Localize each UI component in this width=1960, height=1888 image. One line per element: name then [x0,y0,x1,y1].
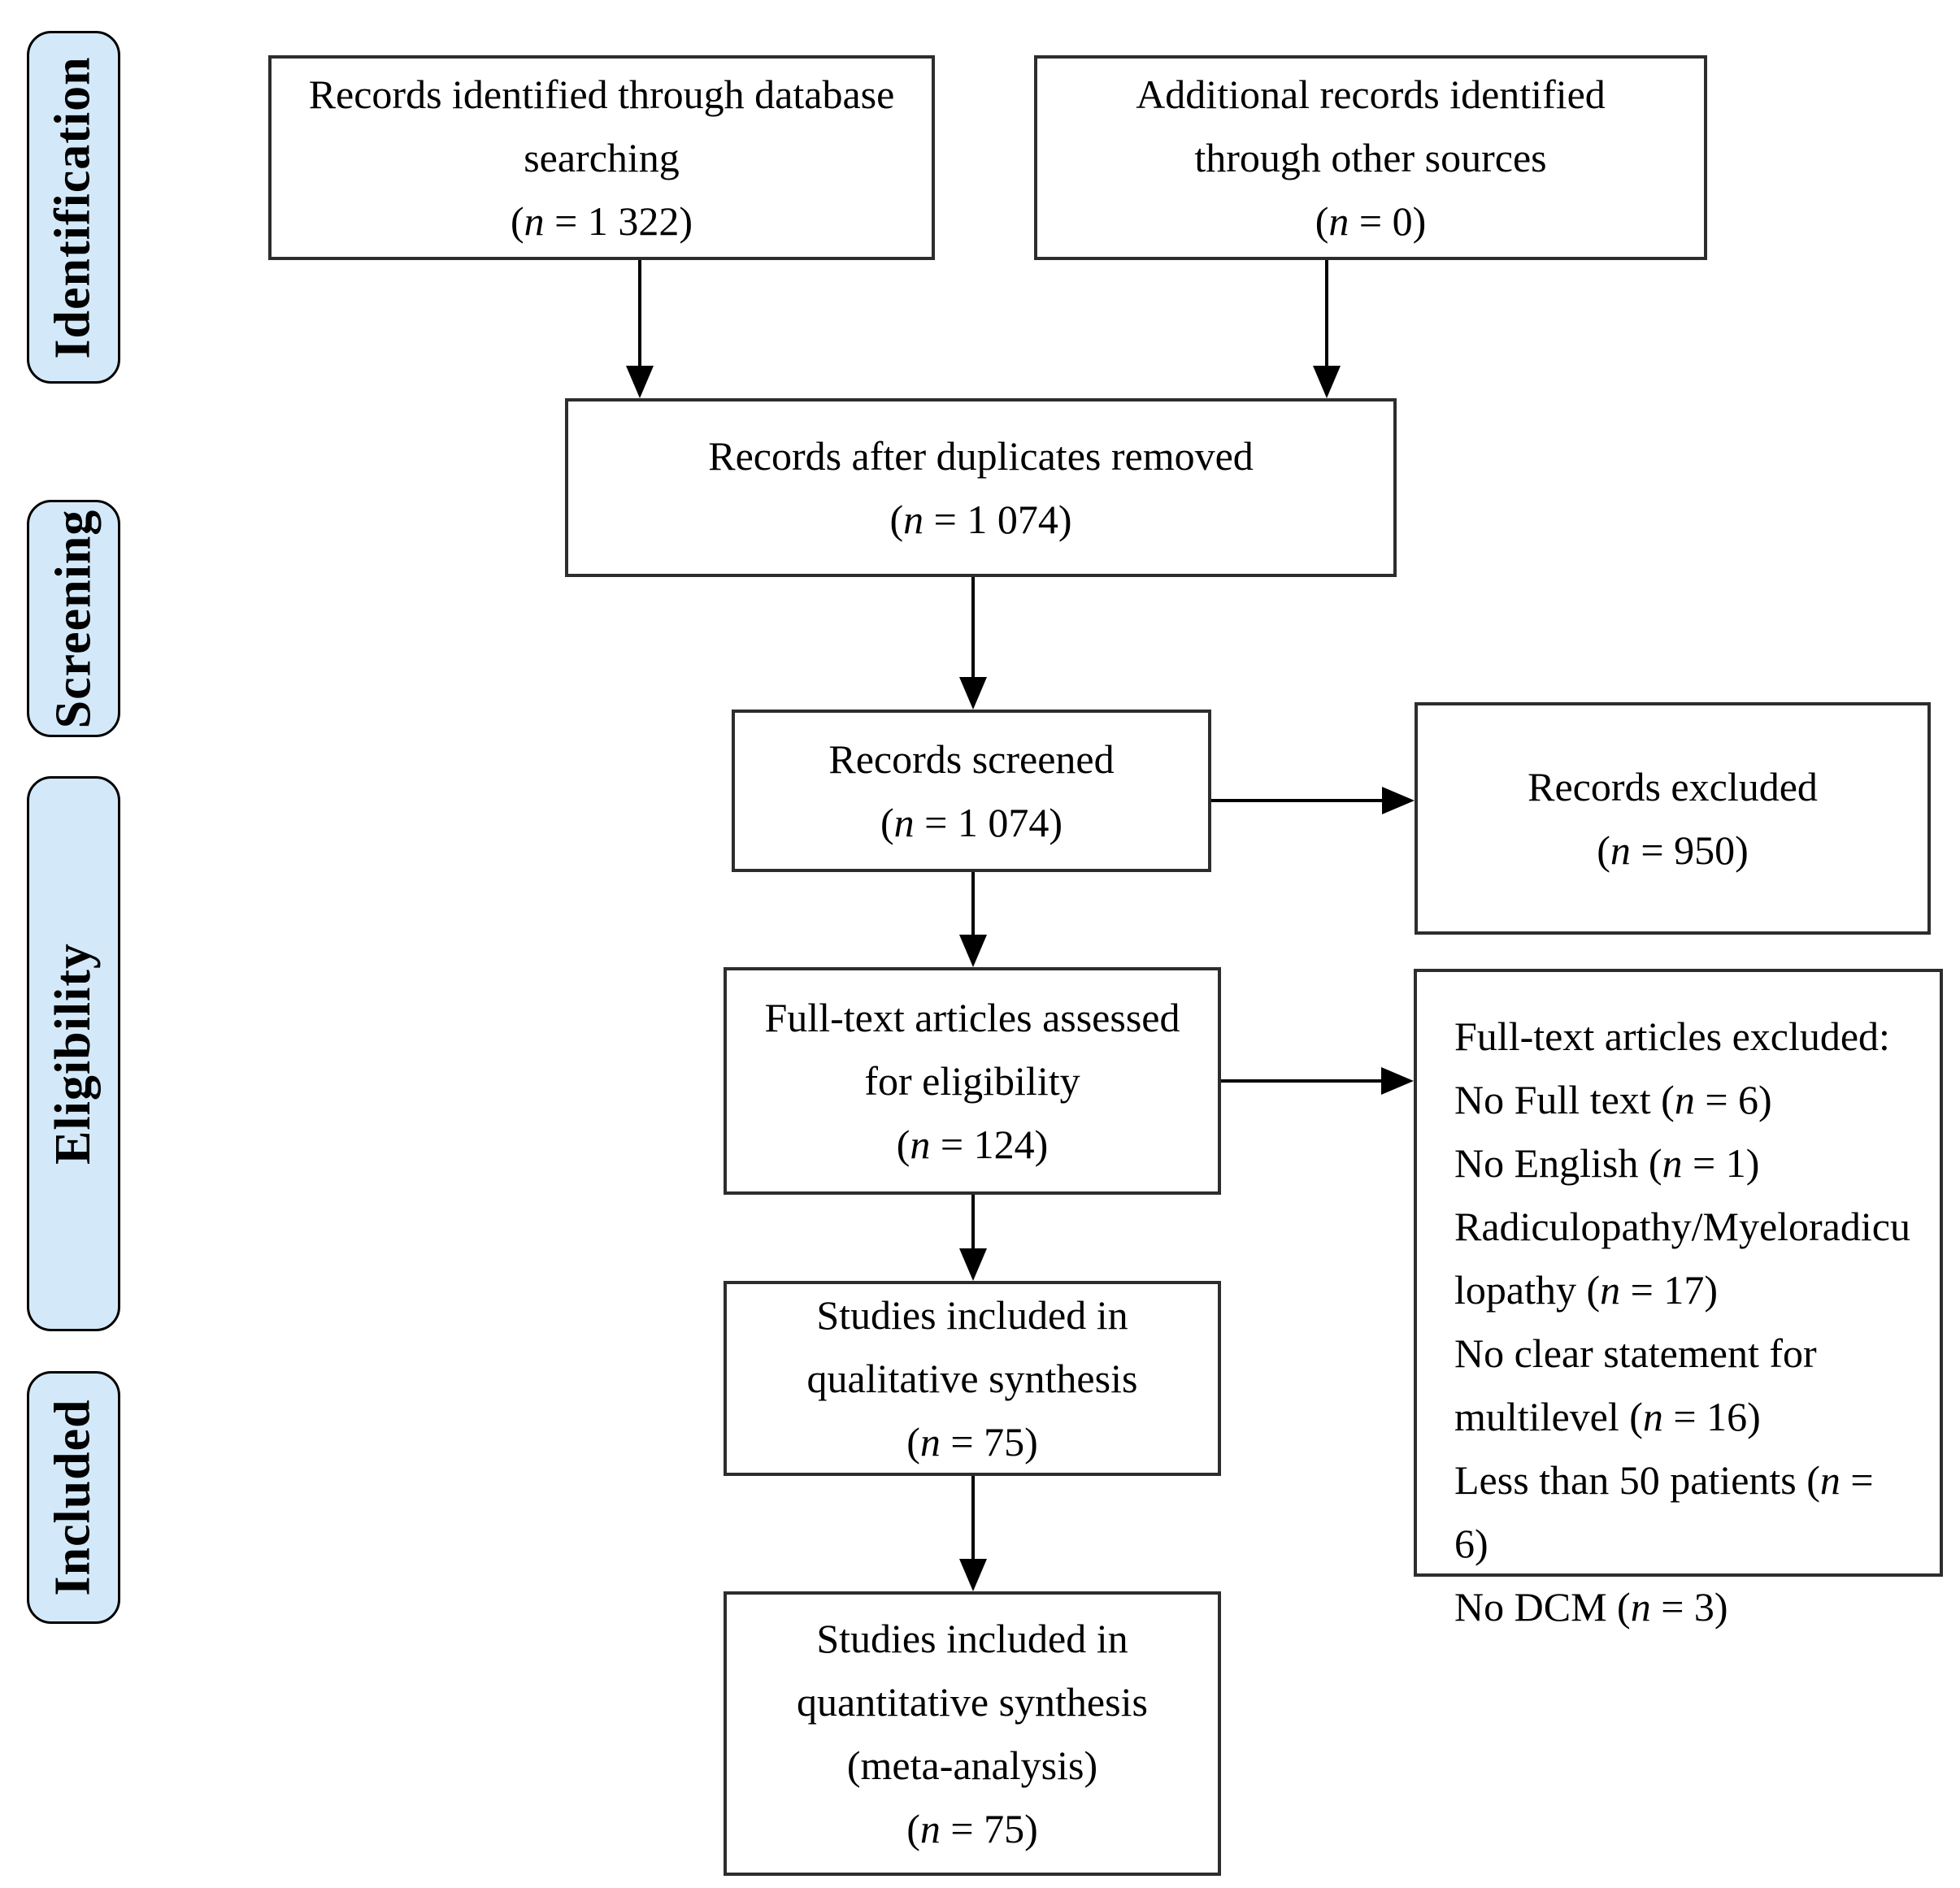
stage-identification: Identification [27,31,120,384]
box-records-excluded: Records excluded (n = 950) [1415,702,1931,935]
box-text-line: No clear statement for [1454,1330,1817,1376]
box-text-line: No Full text (n = 6) [1454,1077,1772,1122]
box-text-line: searching [524,135,680,180]
box-records-screened: Records screened (n = 1 074) [732,710,1211,872]
box-text-line: No English (n = 1) [1454,1140,1760,1186]
box-text-line: (n = 1 322) [510,198,693,244]
stage-eligibility: Eligibility [27,776,120,1331]
box-text-line: (n = 124) [896,1122,1049,1167]
box-fulltext-excluded: Full-text articles excluded: No Full text… [1414,969,1943,1630]
box-text-line: (n = 1 074) [889,497,1072,542]
box-fulltext-assessed: Full-text articles assessed for eligibili… [724,967,1221,1195]
box-text-line: through other sources [1194,135,1547,180]
box-records-after-duplicates-removed: Records after duplicates removed (n = 1 0… [565,398,1397,577]
stage-screening: Screening [27,500,120,737]
box-text-line: 6) [1454,1521,1488,1566]
box-text-line: Records identified through database [308,72,895,117]
box-text-line: Records screened [828,736,1115,782]
box-text-line: (meta-analysis) [846,1743,1098,1788]
box-text-line: Radiculopathy/Myeloradicu [1454,1204,1910,1249]
box-text-line: Studies included in [816,1616,1128,1661]
stage-identification-label: Identification [46,55,102,359]
box-text-line: Full-text articles assessed [764,995,1180,1040]
box-text-line: for eligibility [864,1058,1080,1104]
box-text-line: (n = 75) [906,1419,1038,1465]
stage-screening-label: Screening [46,509,101,728]
box-quantitative-synthesis: Studies included in quantitative synthesi… [724,1591,1221,1876]
box-text-line: multilevel (n = 16) [1454,1394,1761,1439]
box-text-line: lopathy (n = 17) [1454,1267,1718,1313]
box-text-line: (n = 0) [1315,198,1427,244]
stage-eligibility-label: Eligibility [46,943,101,1165]
box-text-line: (n = 1 074) [880,800,1063,845]
stage-included-label: Included [46,1399,102,1596]
box-records-identified-database: Records identified through database searc… [268,55,935,260]
box-qualitative-synthesis: Studies included in qualitative synthesis… [724,1281,1221,1476]
box-text-line: Less than 50 patients (n = [1454,1457,1874,1503]
stage-included: Included [27,1371,120,1624]
box-additional-records-other-sources: Additional records identified through oth… [1034,55,1707,260]
box-text-line: Studies included in [816,1292,1128,1338]
box-text-line: qualitative synthesis [806,1356,1138,1401]
box-text-line: Records after duplicates removed [708,433,1254,479]
box-text-line: Records excluded [1528,764,1818,809]
box-text-line: Full-text articles excluded: [1454,1013,1890,1059]
box-text-line: No DCM (n = 3) [1454,1584,1728,1630]
box-text-line: quantitative synthesis [797,1679,1148,1725]
box-text-line: (n = 950) [1597,827,1749,873]
box-text-line: Additional records identified [1136,72,1606,117]
box-text-line: (n = 75) [906,1806,1038,1851]
